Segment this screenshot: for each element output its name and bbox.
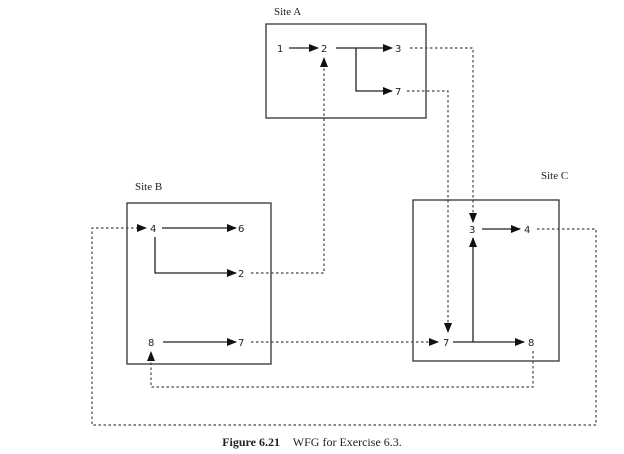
edge-b-4-2: [154, 237, 237, 277]
site-a-label: Site A: [274, 6, 301, 18]
node-b-6: 6: [238, 224, 244, 235]
node-b-8: 8: [148, 338, 154, 349]
remote-edge-b2-a2: [251, 57, 328, 274]
site-a-box: [265, 23, 427, 119]
node-a-1: 1: [277, 44, 283, 55]
node-b-7: 7: [238, 338, 244, 349]
node-a-2: 2: [321, 44, 327, 55]
remote-edge-a3-c3: [410, 47, 477, 223]
figure-number: Figure 6.21: [222, 435, 280, 449]
site-c-box: [412, 199, 560, 362]
node-b-2: 2: [238, 269, 244, 280]
node-a-3: 3: [395, 44, 401, 55]
site-b-box: [126, 202, 272, 365]
remote-edge-a7-c7: [407, 90, 452, 333]
site-c-label: Site C: [541, 170, 568, 182]
remote-edge-c8-b8: [147, 351, 534, 388]
figure-caption: Figure 6.21 WFG for Exercise 6.3.: [0, 435, 624, 450]
node-c-8: 8: [528, 338, 534, 349]
node-b-4: 4: [150, 224, 156, 235]
node-c-4: 4: [524, 225, 530, 236]
node-c-7: 7: [443, 338, 449, 349]
remote-edge-c4-b4: [91, 224, 597, 426]
figure-caption-text: WFG for Exercise 6.3.: [292, 435, 402, 449]
node-a-7: 7: [395, 87, 401, 98]
node-c-3: 3: [469, 225, 475, 236]
edge-a-2-7: [355, 48, 393, 95]
site-b-label: Site B: [135, 181, 162, 193]
